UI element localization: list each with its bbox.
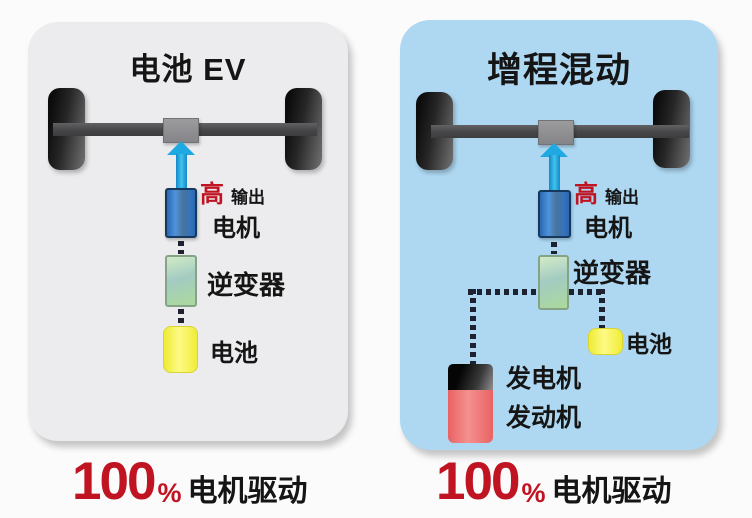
caption-percent-number: 100	[436, 452, 520, 511]
connector-battery-vertical	[599, 289, 605, 331]
drive-arrow-head-icon	[167, 141, 195, 155]
engine-label: 发动机	[506, 404, 582, 432]
battery-label: 电池	[210, 340, 258, 367]
connector-inverter-battery-horizontal	[569, 289, 603, 295]
panel-battery-ev: 电池 EV 高 输出 电机 逆变器 电池	[28, 22, 348, 441]
caption-percent-sign: %	[157, 478, 182, 508]
inverter-label: 逆变器	[207, 270, 286, 300]
generator-box	[448, 364, 493, 390]
high-label: 高	[574, 181, 598, 208]
output-label: 输出	[605, 188, 639, 207]
connector-motor-inverter	[551, 242, 557, 254]
caption-battery-ev: 100 % 电机驱动	[72, 455, 307, 508]
differential-box	[163, 118, 199, 143]
inverter-label: 逆变器	[573, 258, 652, 288]
battery-box	[588, 328, 623, 355]
panel-hybrid-title: 增程混动	[486, 51, 631, 90]
caption-motor-drive-text: 电机驱动	[187, 475, 308, 508]
motor-box	[165, 188, 197, 238]
connector-generator-vertical	[470, 289, 476, 365]
panel-ev-title: 电池 EV	[129, 52, 247, 87]
caption-percent-sign: %	[521, 478, 546, 508]
connector-motor-inverter	[178, 241, 184, 254]
inverter-box	[538, 255, 569, 310]
motor-box	[538, 190, 571, 238]
caption-range-extender: 100 % 电机驱动	[436, 455, 671, 508]
caption-percent-number: 100	[72, 452, 156, 511]
drive-arrow-head-icon	[540, 143, 568, 157]
battery-label: 电池	[626, 331, 672, 357]
drive-arrow-shaft	[176, 154, 187, 189]
connector-inverter-battery	[178, 309, 184, 323]
differential-box	[538, 120, 574, 145]
engine-box	[448, 390, 493, 443]
generator-label: 发电机	[506, 365, 582, 393]
output-label: 输出	[231, 188, 265, 207]
battery-box	[163, 326, 198, 373]
connector-inverter-generator-horizontal	[468, 289, 538, 295]
panel-range-extender-hybrid: 增程混动 高 输出 电机 逆变器 电池 发电机 发动机	[400, 20, 718, 450]
drive-arrow-shaft	[549, 155, 560, 190]
caption-motor-drive-text: 电机驱动	[551, 475, 672, 508]
inverter-box	[165, 255, 197, 307]
motor-label: 电机	[584, 215, 632, 242]
motor-label: 电机	[212, 215, 260, 242]
high-label: 高	[200, 181, 224, 208]
